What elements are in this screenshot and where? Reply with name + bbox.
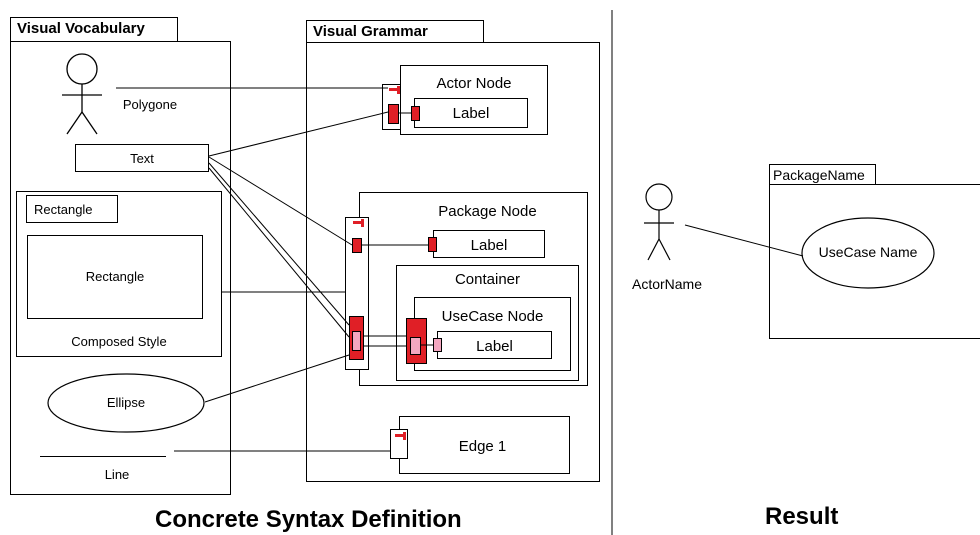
result-actor-name: ActorName [631,276,703,292]
caption-result: Result [765,503,839,530]
container-port-inner [352,331,361,351]
actor-port-large [388,104,399,124]
actor-node-title: Actor Node [436,75,512,92]
line-shape [40,456,166,457]
usecase-port-inner [410,337,421,355]
actor-label-port [411,106,420,121]
ellipse-shape [47,373,205,433]
actor-figure-icon [62,53,102,135]
ellipse-label: Ellipse [106,395,146,410]
rectangle-small-label: Rectangle [34,202,93,217]
package-label-text: Label [470,237,508,254]
line-label: Line [104,467,130,482]
result-usecase-ellipse [801,217,935,289]
edge-node-title: Edge 1 [458,438,507,455]
result-usecase-name: UseCase Name [818,244,918,260]
rectangle-big [27,235,203,319]
package-port [352,238,362,253]
vocabulary-title: Visual Vocabulary [17,20,145,37]
text-element [75,144,209,172]
composed-style-label: Composed Style [71,334,167,349]
usecase-node-title: UseCase Node [441,308,544,325]
polygone-label: Polygone [122,97,178,112]
grammar-title-tab: Visual Grammar [306,20,484,43]
rectangle-small [26,195,118,223]
result-actor-icon [644,183,674,261]
pin-icon [389,86,400,94]
result-package-tab: PackageName [769,164,876,185]
caption-concrete-syntax: Concrete Syntax Definition [155,506,462,533]
package-label-port [428,237,437,252]
actor-label-text: Label [452,105,490,122]
result-package-name: PackageName [773,167,865,183]
container-title: Container [454,271,521,288]
usecase-label-box [437,331,552,359]
grammar-title: Visual Grammar [313,23,428,40]
package-node-title: Package Node [438,203,537,220]
usecase-label-port [433,338,442,352]
pin-icon [395,432,406,440]
text-element-label: Text [130,151,154,166]
pin-icon [353,219,364,227]
rectangle-big-label: Rectangle [85,269,145,284]
edge-node [399,416,570,474]
usecase-label-text: Label [476,338,513,355]
vocabulary-title-tab: Visual Vocabulary [10,17,178,42]
package-label-box [433,230,545,258]
